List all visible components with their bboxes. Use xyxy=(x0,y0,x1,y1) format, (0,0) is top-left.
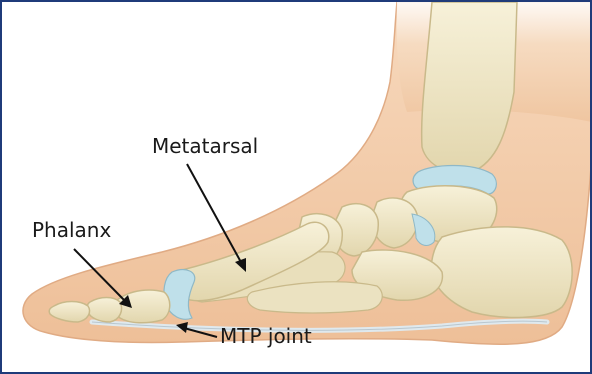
mtp-joint-label: MTP joint xyxy=(220,326,312,346)
metatarsal-label: Metatarsal xyxy=(152,136,258,156)
phalanx-label: Phalanx xyxy=(32,220,111,240)
